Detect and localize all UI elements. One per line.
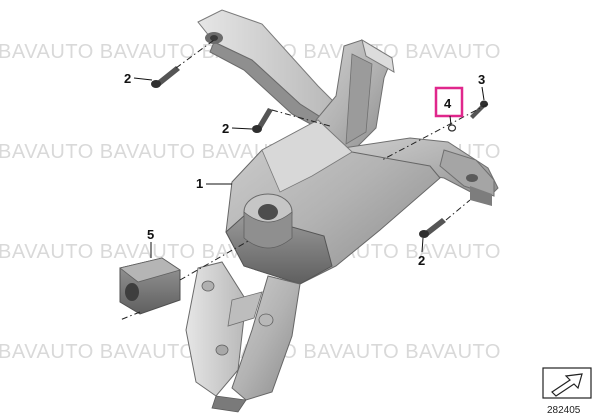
callout-2-right[interactable]: 2: [418, 253, 425, 268]
callout-2-middle[interactable]: 2: [222, 121, 229, 136]
diagram-number: 282405: [547, 405, 581, 416]
callouts: 2 2 1 5 3 4 2: [124, 71, 485, 268]
lower-tail: [185, 261, 301, 413]
washer: [447, 124, 457, 132]
arrow-box-icon: [542, 367, 592, 399]
callout-3[interactable]: 3: [478, 72, 485, 87]
callout-2-upper-left[interactable]: 2: [124, 71, 131, 86]
bolt-upper-left: [151, 66, 180, 88]
main-frame-body: [225, 119, 441, 285]
bolt-right: [419, 218, 446, 238]
callout-4[interactable]: 4: [444, 96, 452, 111]
assembly-lines: [119, 39, 489, 321]
callout-5[interactable]: 5: [147, 227, 154, 242]
callout-1[interactable]: 1: [196, 176, 203, 191]
highlight-box: [434, 86, 464, 118]
bolt-middle-left: [252, 108, 273, 133]
bolt-upper-right: [470, 100, 488, 119]
rubber-damper: [119, 257, 181, 315]
upper-right-tower: [315, 38, 395, 153]
